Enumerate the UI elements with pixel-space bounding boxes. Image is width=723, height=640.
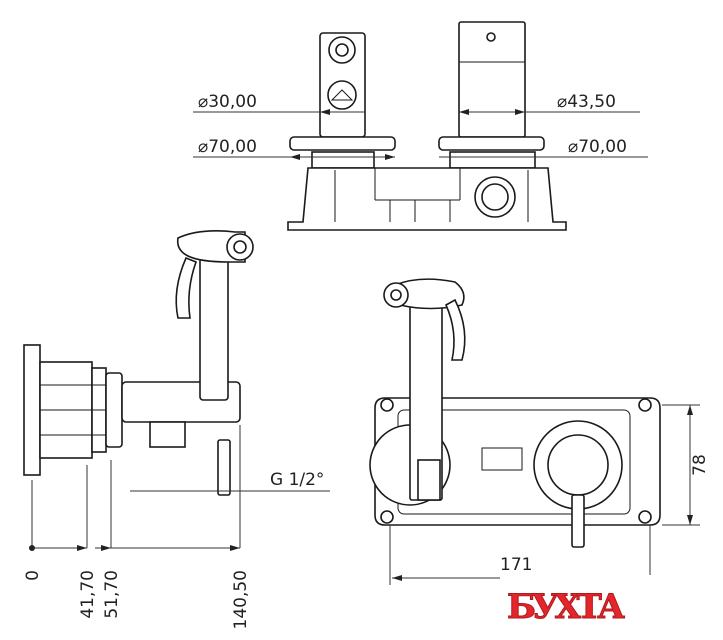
mounting-box [287,167,567,231]
front-hand-shower [394,278,465,310]
dim-top-left-flange: ⌀70,00 [198,137,257,157]
shower-holder [199,257,229,401]
shower-trigger [175,256,198,319]
dim-offset-1: 41,70 [78,570,98,619]
left-flange [289,136,396,151]
dim-top-right-flange: ⌀70,00 [568,137,627,157]
dim-top-right-inner: ⌀43,50 [557,92,616,112]
right-flange [438,136,545,151]
dim-offset-2: 51,70 [102,570,122,619]
valve-handle [547,434,609,496]
front-view: 78 171 [369,278,710,585]
dim-front-width: 171 [500,555,532,575]
top-view: ⌀30,00 ⌀43,50 ⌀70,00 ⌀70,00 [193,21,648,231]
dim-offset-0: 0 [23,570,43,581]
buxta-logo: БУХТА [507,587,625,627]
wall-plate [23,344,41,476]
dim-top-left-inner: ⌀30,00 [198,92,257,112]
dim-offset-3: 140,50 [231,570,251,629]
side-view: G 1/2° 0 41,70 51,70 140,50 [23,230,330,629]
dim-thread: G 1/2° [270,470,324,490]
hand-shower [176,230,246,263]
dim-front-height: 78 [690,454,710,476]
